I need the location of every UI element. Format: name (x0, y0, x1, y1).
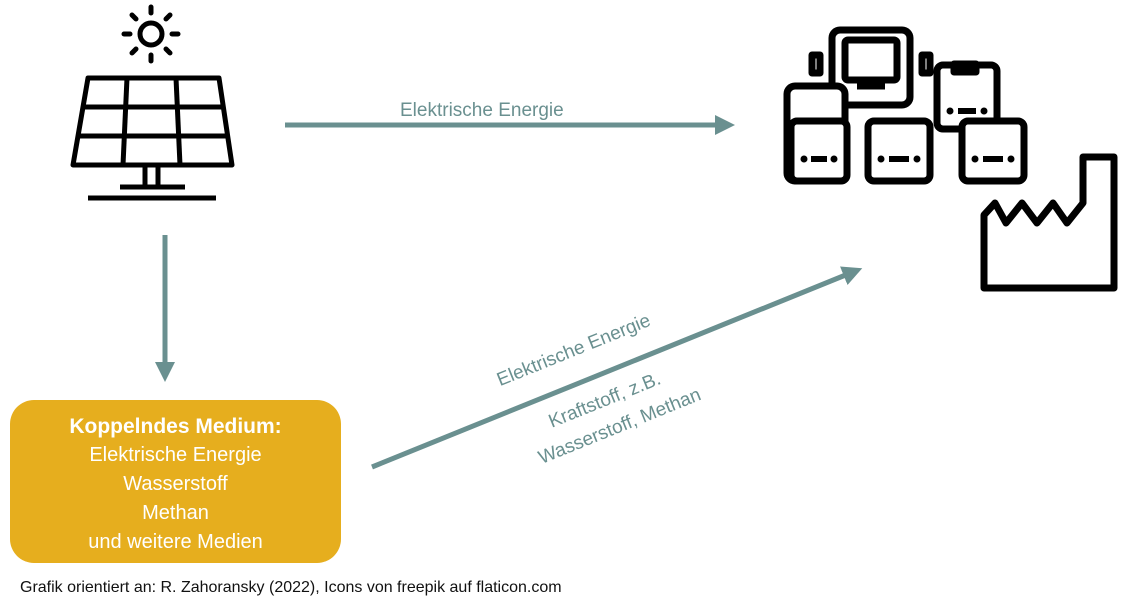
medium-item: Elektrische Energie (89, 444, 262, 466)
medium-item: Wasserstoff (123, 473, 228, 495)
coupling-medium-title: Koppelndes Medium: (69, 415, 282, 438)
factory-icon (980, 153, 1118, 292)
medium-item: Methan (142, 502, 209, 524)
coupling-medium-box: Koppelndes Medium: Elektrische Energie W… (10, 400, 341, 563)
medium-item: und weitere Medien (88, 531, 263, 553)
top-arrow-label: Elektrische Energie (400, 100, 564, 121)
sun-icon (121, 4, 181, 64)
solar-panel-icon (70, 75, 235, 201)
arrow-diagonal (371, 266, 863, 470)
vehicles-icon (783, 26, 1028, 185)
source-caption: Grafik orientiert an: R. Zahoransky (202… (20, 579, 562, 596)
vehicle-lights (800, 107, 1015, 163)
